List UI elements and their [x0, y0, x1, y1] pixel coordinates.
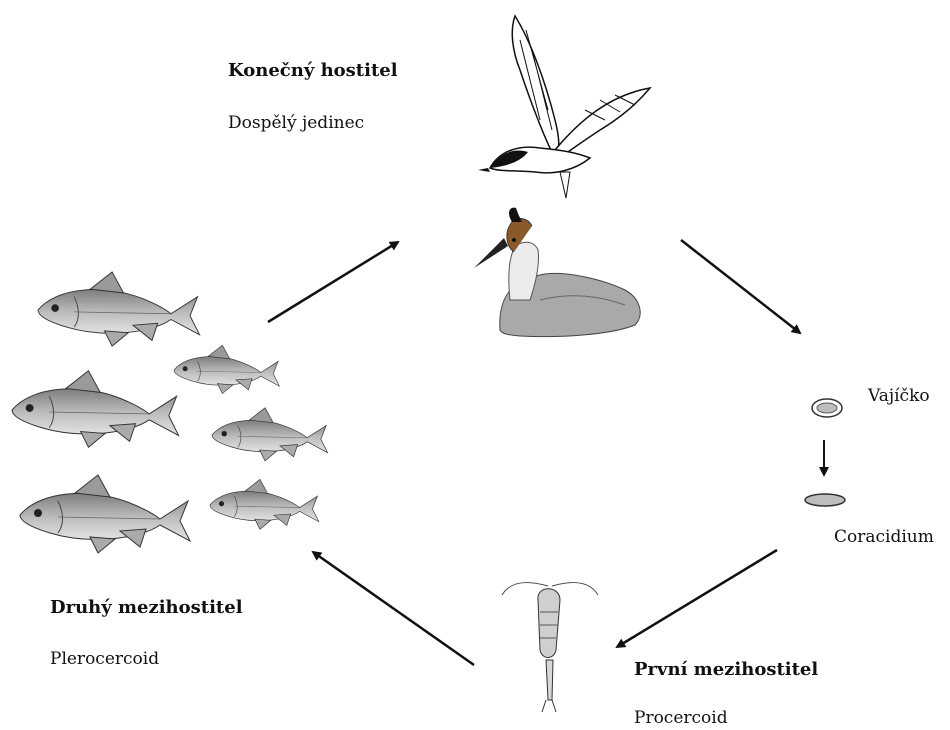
second-intermediate-stage: Plerocercoid [50, 649, 159, 669]
coracidium-icon [805, 494, 845, 506]
egg-icon [812, 399, 842, 417]
final-host-title: Konečný hostitel [228, 60, 398, 81]
first-intermediate-stage: Procercoid [634, 708, 728, 728]
second-intermediate-title: Druhý mezihostitel [50, 597, 243, 618]
copepod-icon [502, 583, 598, 712]
egg-label: Vajíčko [868, 386, 930, 406]
arrow-bird-to-egg [681, 240, 800, 333]
gull-icon [478, 16, 650, 198]
coracidium-label: Coracidium [834, 527, 934, 547]
grebe-icon [474, 208, 640, 337]
first-intermediate-title: První mezihostitel [634, 659, 818, 680]
arrow-copepod-to-fish [313, 552, 474, 665]
arrow-fish-to-bird [268, 242, 398, 322]
final-host-stage: Dospělý jedinec [228, 113, 364, 133]
arrow-coracidium-to-copepod [617, 550, 777, 647]
